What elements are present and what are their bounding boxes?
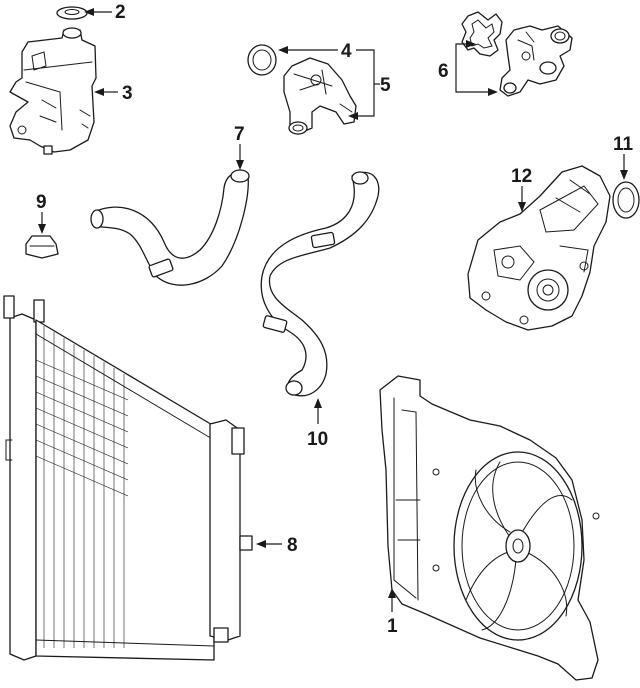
callout-10: 10 (307, 429, 328, 450)
water-pump-gasket-part[interactable] (612, 181, 640, 219)
reservoir-cap-part[interactable] (56, 6, 88, 20)
water-outlet-gasket-part[interactable] (461, 11, 503, 57)
water-outlet-part[interactable] (499, 25, 573, 97)
callout-4: 4 (341, 41, 352, 62)
coolant-reservoir-part[interactable] (9, 27, 97, 155)
callout-8: 8 (287, 535, 298, 556)
cooling-fan-part[interactable] (453, 451, 583, 641)
callout-11: 11 (613, 134, 634, 155)
callout-12: 12 (511, 166, 532, 187)
callout-3: 3 (122, 83, 133, 104)
callout-6: 6 (438, 61, 449, 82)
callout-5: 5 (380, 75, 391, 96)
lower-radiator-hose-part[interactable] (260, 171, 380, 397)
upper-radiator-hose-part[interactable] (90, 169, 250, 286)
o-ring-gasket-part[interactable] (247, 44, 277, 76)
water-pump-part[interactable] (467, 165, 611, 331)
callout-7: 7 (234, 124, 245, 145)
callout-2: 2 (115, 2, 126, 23)
radiator-cap-part[interactable] (25, 235, 59, 259)
thermostat-housing-part[interactable] (283, 57, 357, 135)
radiator-part[interactable] (3, 295, 253, 661)
callout-9: 9 (36, 192, 47, 213)
callout-1: 1 (387, 616, 398, 637)
